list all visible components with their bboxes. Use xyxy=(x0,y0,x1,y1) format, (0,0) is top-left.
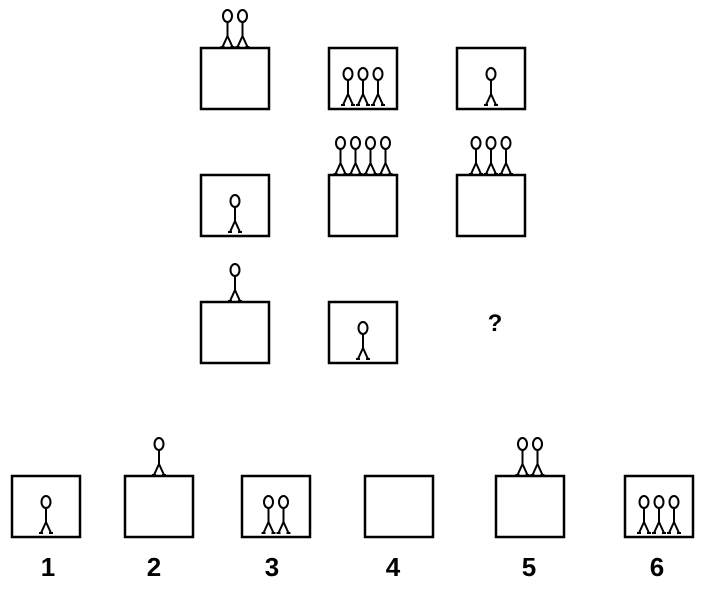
grid-cell-r3-c1 xyxy=(201,264,269,363)
option-label-2[interactable]: 2 xyxy=(134,552,174,583)
grid-cell-r2-c2-box xyxy=(329,175,397,236)
grid-cell-r2-c3-figure-2 xyxy=(484,137,498,174)
answer-option-5[interactable] xyxy=(496,438,564,537)
option-label-4[interactable]: 4 xyxy=(373,552,413,583)
answer-option-4[interactable] xyxy=(365,476,433,537)
option-label-1[interactable]: 1 xyxy=(28,552,68,583)
answer-option-4-box xyxy=(365,476,433,537)
missing-cell-question-mark: ? xyxy=(480,310,510,338)
answer-option-5-figure-1 xyxy=(516,438,530,475)
grid-cell-r1-c1 xyxy=(201,10,269,109)
answer-option-3[interactable] xyxy=(242,476,310,537)
answer-option-2-figure-1 xyxy=(152,438,166,475)
answer-option-2[interactable] xyxy=(125,438,193,537)
grid-cell-r1-c1-figure-2 xyxy=(236,10,250,47)
answer-option-6[interactable] xyxy=(625,476,693,537)
option-label-3[interactable]: 3 xyxy=(252,552,292,583)
grid-cell-r3-c1-box xyxy=(201,302,269,363)
grid-cell-r3-c2 xyxy=(329,302,397,363)
grid-cell-r2-c1 xyxy=(201,175,269,236)
answer-option-2-box xyxy=(125,476,193,537)
grid-cell-r2-c3-figure-3 xyxy=(499,137,513,174)
grid-cell-r2-c2-figure-4 xyxy=(379,137,393,174)
answer-option-3-box xyxy=(242,476,310,537)
answer-option-1[interactable] xyxy=(12,476,80,537)
answer-option-5-box xyxy=(496,476,564,537)
grid-cell-r2-c2-figure-2 xyxy=(349,137,363,174)
grid-cell-r3-c1-figure-1 xyxy=(228,264,242,301)
grid-cell-r2-c3 xyxy=(457,137,525,236)
grid-cell-r2-c3-box xyxy=(457,175,525,236)
option-label-6[interactable]: 6 xyxy=(637,552,677,583)
grid-cell-r2-c2-figure-3 xyxy=(364,137,378,174)
grid-cell-r1-c1-figure-1 xyxy=(221,10,235,47)
grid-cell-r2-c2 xyxy=(329,137,397,236)
grid-cell-r2-c3-figure-1 xyxy=(469,137,483,174)
grid-cell-r1-c3 xyxy=(457,48,525,109)
grid-cell-r2-c2-figure-1 xyxy=(334,137,348,174)
grid-cell-r1-c2 xyxy=(329,48,397,109)
option-label-5[interactable]: 5 xyxy=(509,552,549,583)
answer-option-5-figure-2 xyxy=(531,438,545,475)
grid-cell-r1-c1-box xyxy=(201,48,269,109)
